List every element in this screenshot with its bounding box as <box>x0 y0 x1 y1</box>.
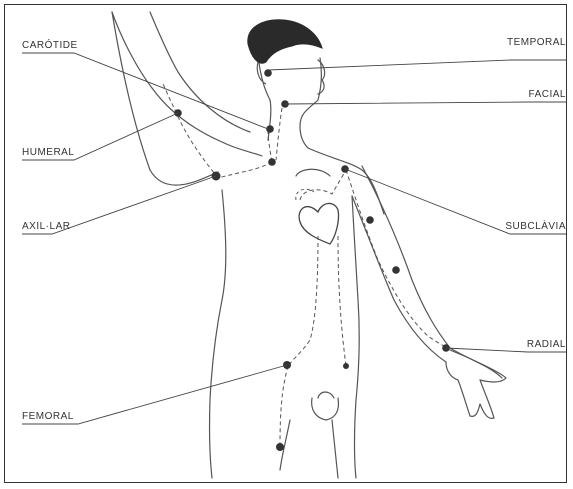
pulse-points <box>174 69 450 451</box>
leader-facial <box>285 102 566 104</box>
label-radial: RADIAL <box>527 339 566 351</box>
label-subclavia: SUBCLÀVIA <box>505 221 566 233</box>
pulse-point-leg <box>276 443 284 451</box>
label-temporal: TEMPORAL <box>507 37 566 49</box>
pulse-point-arm-1 <box>366 216 374 224</box>
label-carotide: CARÓTIDE <box>22 40 78 52</box>
leader-temporal <box>268 60 566 70</box>
body-outline <box>112 12 506 478</box>
arteries <box>162 82 448 446</box>
label-facial: FACIAL <box>529 89 566 101</box>
pulse-point-carotide-low <box>268 158 276 166</box>
label-axillar: AXIL·LAR <box>22 221 70 233</box>
pulse-point-arm-2 <box>392 266 400 274</box>
label-femoral: FEMORAL <box>22 411 74 423</box>
leader-carotide <box>22 53 268 129</box>
heart <box>299 203 338 244</box>
label-humeral: HUMERAL <box>22 147 74 159</box>
hair <box>248 20 322 63</box>
leader-lines <box>22 53 566 424</box>
pulse-point-right-leg <box>343 363 349 369</box>
